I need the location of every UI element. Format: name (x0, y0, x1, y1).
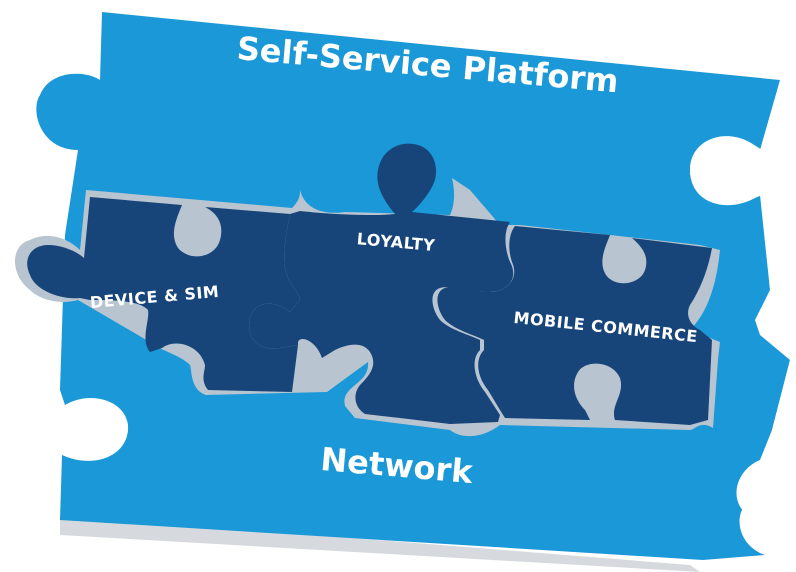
middle-band (15, 143, 720, 437)
piece-loyalty (249, 143, 514, 424)
piece-mobile-commerce (437, 226, 712, 425)
piece-device-sim (27, 197, 300, 392)
board-notch-right (689, 80, 796, 572)
